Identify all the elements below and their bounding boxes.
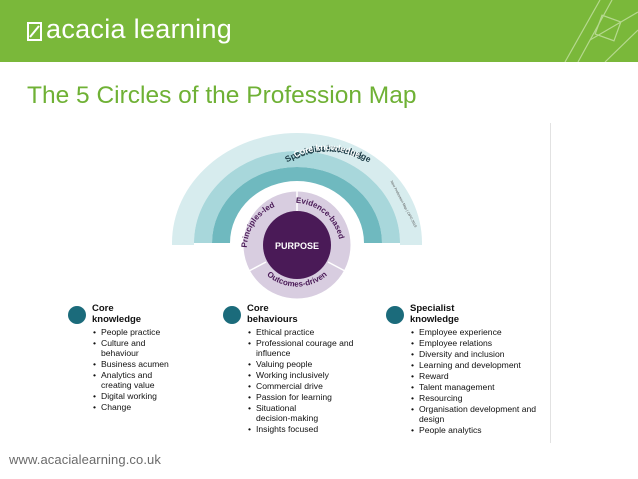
acacia-logo-icon — [27, 22, 42, 41]
arc-core-behaviours — [194, 151, 400, 243]
teal-dot-icon — [223, 306, 241, 324]
arc-specialist-knowledge — [172, 133, 422, 243]
list-item: Employee relations — [410, 338, 542, 348]
list-item: Business acumen — [92, 359, 212, 369]
footer-url[interactable]: www.acacialearning.co.uk — [9, 452, 161, 467]
column-core-behaviours: Core behaviours Ethical practice Profess… — [223, 303, 367, 435]
heading-text: Core behaviours — [247, 303, 298, 325]
list-item: Diversity and inclusion — [410, 349, 542, 359]
list-item: Ethical practice — [247, 327, 367, 337]
list-item: Learning and development — [410, 360, 542, 370]
teal-dot-icon — [68, 306, 86, 324]
logo-text: acacia learning — [46, 14, 233, 44]
column-heading: Core behaviours — [247, 303, 367, 325]
column-heading: Specialist knowledge — [410, 303, 530, 325]
list-item: Employee experience — [410, 327, 542, 337]
list-item: Digital working — [92, 391, 212, 401]
profession-map-arcs: PURPOSE Specialist knowledge Core behavi… — [172, 133, 422, 300]
purpose-label: PURPOSE — [275, 241, 319, 251]
list-item: Insights focused — [247, 424, 367, 434]
column-heading: Core knowledge — [92, 303, 212, 325]
header-bar: acacia learning — [0, 0, 638, 62]
arc-core-knowledge — [212, 167, 382, 243]
list-item: Situational decision-making — [247, 403, 328, 423]
column-specialist-knowledge: Specialist knowledge Employee experience… — [386, 303, 542, 436]
page-title: The 5 Circles of the Profession Map — [27, 82, 417, 109]
list-item: Valuing people — [247, 359, 367, 369]
list-item: People analytics — [410, 425, 542, 435]
list-item: Resourcing — [410, 393, 542, 403]
list-item: Organisation development and design — [410, 404, 541, 424]
heading-text: Specialist knowledge — [410, 303, 460, 325]
column-core-knowledge: Core knowledge People practice Culture a… — [68, 303, 212, 413]
list-item: Analytics and creating value — [92, 370, 179, 390]
decorative-lines-icon — [564, 0, 638, 62]
list-item: Commercial drive — [247, 381, 367, 391]
list-item: Reward — [410, 371, 542, 381]
list-item: Passion for learning — [247, 392, 367, 402]
list-item: People practice — [92, 327, 212, 337]
list-item: Professional courage and influence — [247, 338, 356, 358]
list-item: Talent management — [410, 382, 542, 392]
purpose-center — [263, 211, 331, 279]
teal-dot-icon — [386, 306, 404, 324]
list-item: Working inclusively — [247, 370, 367, 380]
heading-text: Core knowledge — [92, 303, 142, 325]
list-item: Culture and behaviour — [92, 338, 179, 358]
profession-map-diagram: PURPOSE Specialist knowledge Core behavi… — [44, 123, 551, 443]
list-item: Change — [92, 402, 212, 412]
